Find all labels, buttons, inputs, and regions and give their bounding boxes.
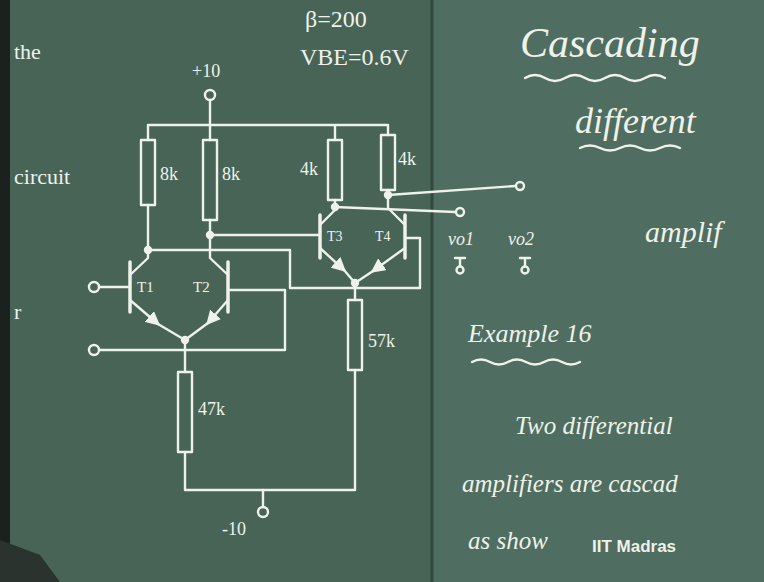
transistor-emitter bbox=[373, 248, 405, 271]
transistor-base bbox=[403, 215, 407, 258]
wire bbox=[185, 323, 208, 340]
parameter-label: VBE=0.6V bbox=[300, 44, 409, 70]
resistor-value: 8k bbox=[160, 165, 178, 185]
resistor-value: 8k bbox=[222, 165, 240, 185]
wire bbox=[148, 238, 420, 288]
wire bbox=[99, 290, 285, 350]
ground-terminal bbox=[522, 267, 529, 274]
supply-rail bbox=[148, 125, 388, 140]
resistor-symbol bbox=[178, 372, 192, 452]
resistor-symbol bbox=[348, 300, 362, 370]
input-terminal bbox=[89, 345, 99, 355]
wire bbox=[99, 286, 130, 288]
watermark: IIT Madras bbox=[592, 538, 676, 557]
ground-terminal bbox=[455, 258, 465, 266]
wire bbox=[210, 220, 228, 275]
heading-text: different bbox=[575, 102, 696, 142]
wavy-underline bbox=[525, 75, 665, 81]
supply-label: -10 bbox=[222, 520, 246, 540]
resistor-symbol bbox=[203, 140, 217, 220]
wire bbox=[184, 340, 186, 372]
heading-text: Cascading bbox=[520, 20, 700, 66]
wire bbox=[130, 205, 148, 275]
transistor-label: T1 bbox=[137, 279, 154, 296]
wire bbox=[262, 490, 264, 507]
parameter-label: β=200 bbox=[305, 6, 367, 32]
supply-terminal bbox=[205, 90, 215, 100]
signal-name: vo1 bbox=[448, 230, 474, 250]
wavy-underline bbox=[472, 360, 580, 365]
board-right bbox=[432, 0, 764, 582]
board-shadow bbox=[0, 540, 60, 582]
signal-name: vo2 bbox=[508, 230, 534, 250]
heading-text: amplif bbox=[645, 215, 722, 248]
board-note: circuit bbox=[14, 165, 70, 189]
transistor-base bbox=[318, 215, 322, 258]
resistor-value: 4k bbox=[300, 160, 318, 180]
board-note: the bbox=[14, 40, 41, 64]
transistor-emitter bbox=[208, 300, 228, 323]
ground-terminal bbox=[457, 267, 464, 274]
board-frame bbox=[0, 0, 10, 582]
transistor-label: T2 bbox=[193, 279, 210, 296]
wire bbox=[185, 370, 355, 490]
resistor-value: 4k bbox=[398, 150, 416, 170]
wire bbox=[158, 324, 185, 340]
resistor-value: 57k bbox=[368, 332, 395, 352]
wire bbox=[354, 283, 356, 300]
supply-label: +10 bbox=[192, 62, 220, 82]
problem-text: Two differential bbox=[515, 412, 673, 440]
ground-terminal bbox=[520, 258, 530, 266]
wire bbox=[335, 207, 455, 212]
resistor-symbol bbox=[141, 140, 155, 205]
resistor-value: 47k bbox=[198, 400, 225, 420]
transistor-base bbox=[226, 262, 230, 312]
transistor-label: T3 bbox=[327, 229, 343, 244]
problem-text: as show bbox=[468, 527, 548, 555]
input-terminal bbox=[89, 282, 99, 292]
example-heading: Example 16 bbox=[468, 320, 591, 349]
output-terminal bbox=[456, 208, 464, 216]
problem-text: amplifiers are cascad bbox=[462, 470, 678, 498]
wire bbox=[209, 100, 211, 125]
board-divider bbox=[431, 0, 434, 582]
wavy-underline bbox=[580, 146, 680, 151]
circuit-drawing bbox=[89, 75, 680, 517]
board-left bbox=[0, 0, 432, 582]
supply-terminal bbox=[258, 507, 268, 517]
wire bbox=[388, 186, 515, 195]
resistor-symbol bbox=[328, 140, 342, 200]
board-note: r bbox=[14, 300, 21, 324]
transistor-label: T4 bbox=[375, 229, 391, 244]
transistor-emitter bbox=[320, 248, 344, 270]
wire bbox=[210, 234, 320, 236]
output-terminal bbox=[516, 182, 524, 190]
transistor-emitter bbox=[130, 300, 158, 324]
resistor-symbol bbox=[381, 135, 395, 190]
